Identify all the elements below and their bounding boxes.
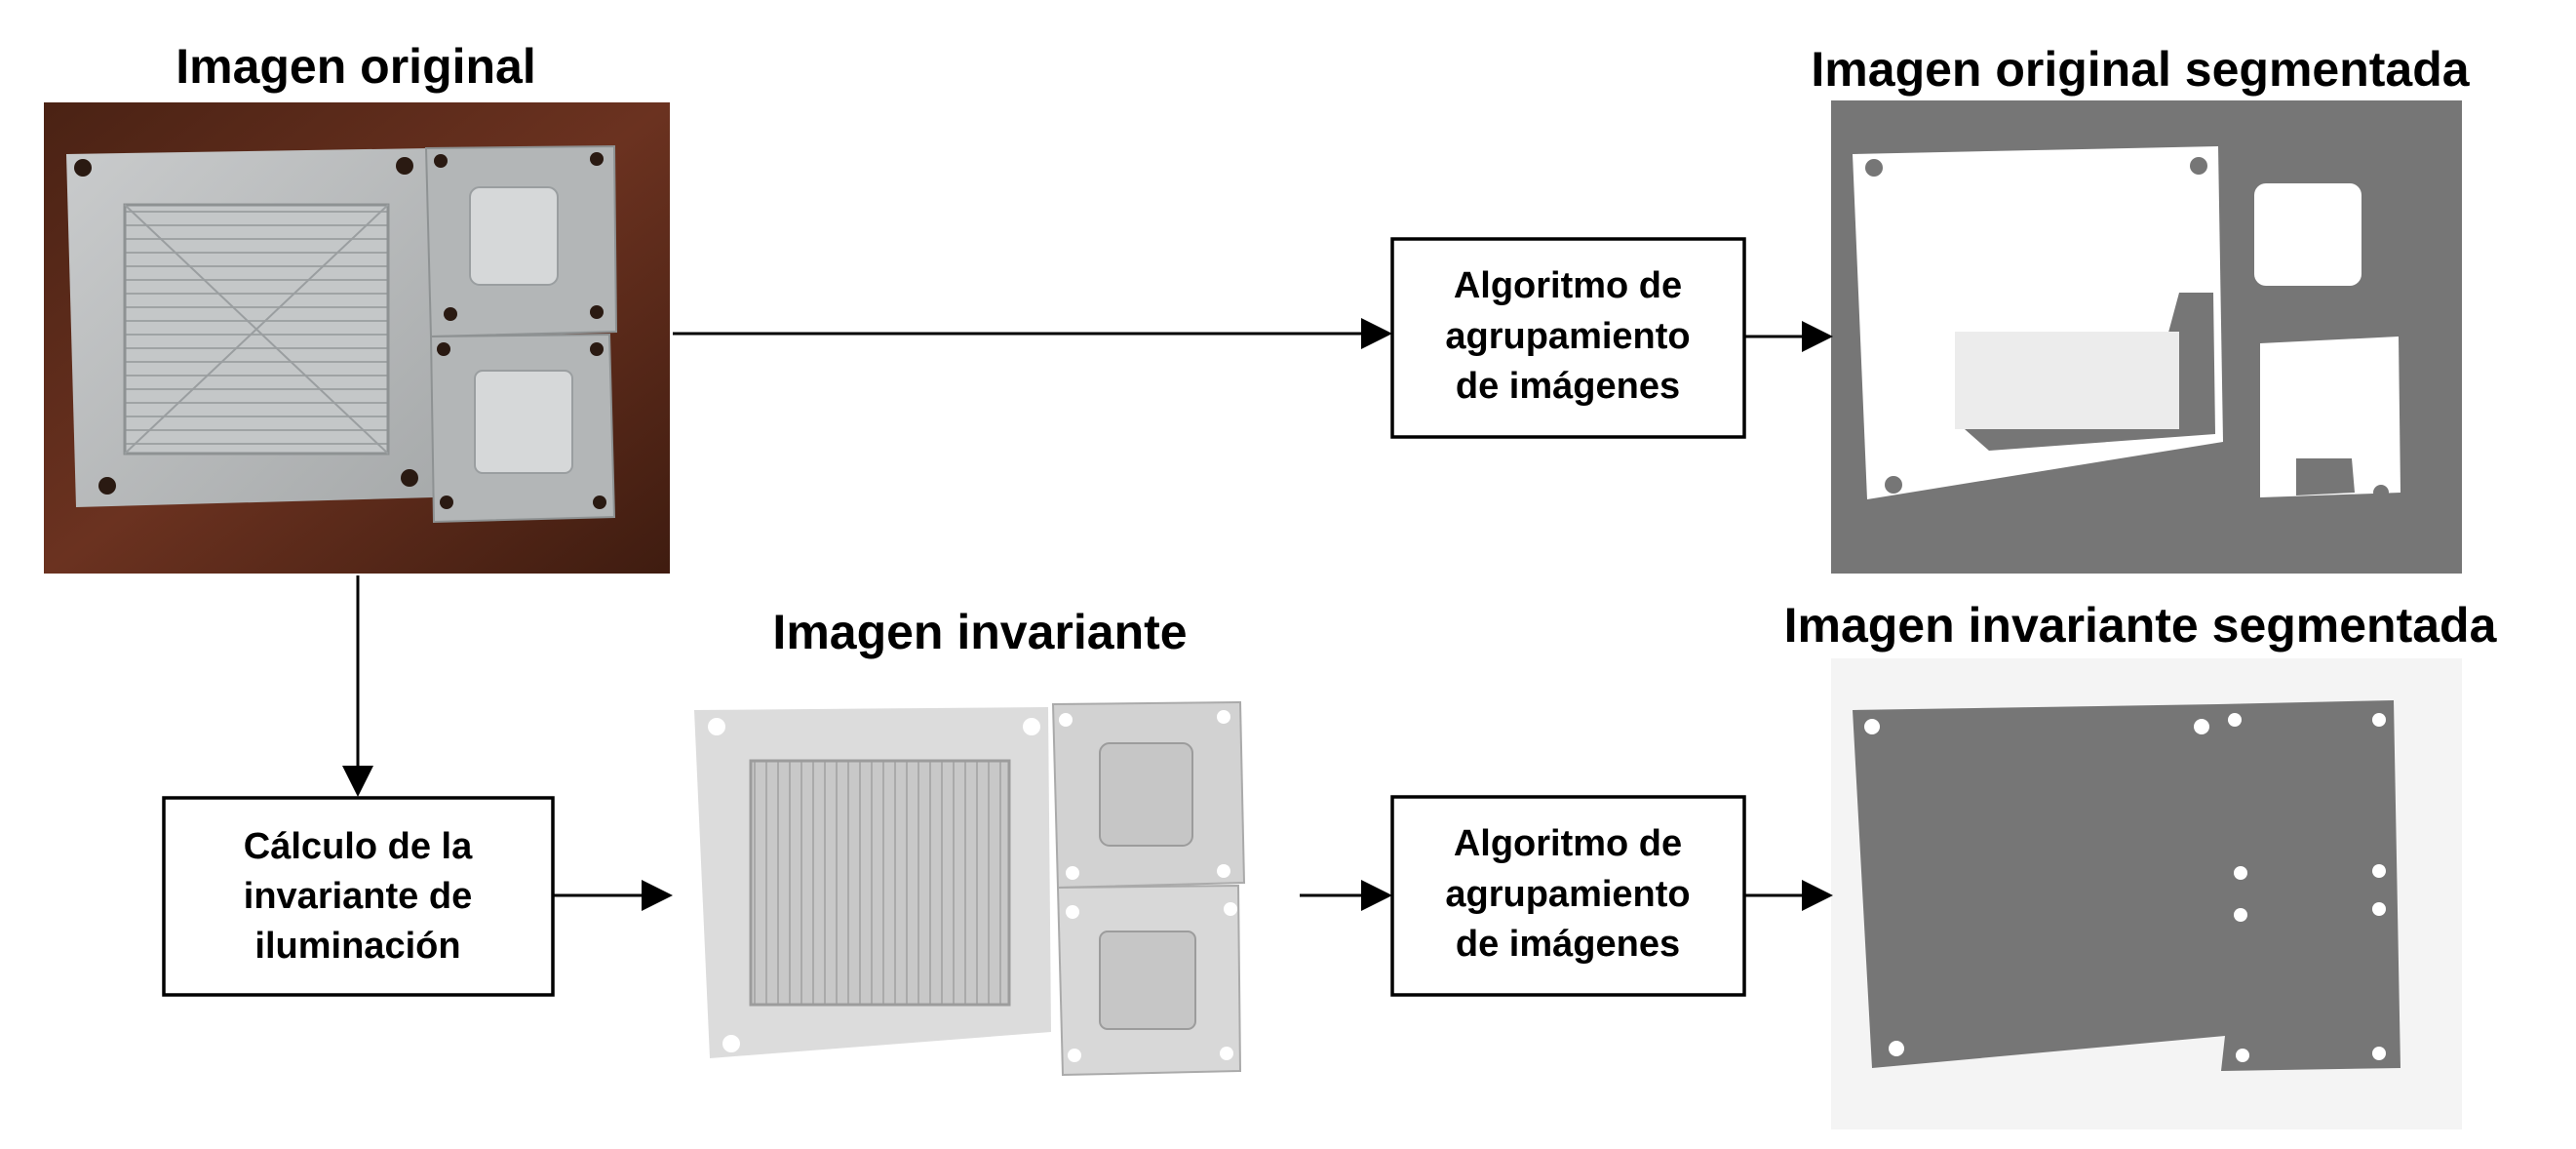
original-photo xyxy=(44,102,670,574)
title-invariant: Imagen invariante xyxy=(772,605,1187,659)
clustering-bottom-line-1: Algoritmo de xyxy=(1454,823,1682,864)
title-original: Imagen original xyxy=(176,39,536,94)
invariant-image xyxy=(694,700,1246,1077)
clustering-box-top: Algoritmo de agrupamiento de imágenes xyxy=(1390,237,1746,439)
clustering-top-line-3: de imágenes xyxy=(1456,366,1680,407)
arrow-clustering-to-segmented-bottom xyxy=(1745,880,1833,911)
clustering-box-bottom: Algoritmo de agrupamiento de imágenes xyxy=(1390,795,1746,997)
arrow-invariant-to-clustering xyxy=(1300,880,1392,911)
invariant-calc-line-2: invariante de xyxy=(244,876,472,917)
title-original-segmented: Imagen original segmentada xyxy=(1811,42,2470,97)
invariant-calc-box: Cálculo de la invariante de iluminación xyxy=(162,796,555,997)
invariant-segmented-image xyxy=(1831,658,2462,1129)
invariant-calc-line-3: iluminación xyxy=(254,926,460,967)
arrow-original-to-invariant-calc xyxy=(342,575,373,797)
title-invariant-segmented: Imagen invariante segmentada xyxy=(1784,598,2498,653)
arrow-invariant-calc-to-invariant xyxy=(554,880,673,911)
clustering-bottom-line-3: de imágenes xyxy=(1456,924,1680,965)
arrow-original-to-clustering xyxy=(673,318,1392,349)
original-segmented-image xyxy=(1831,100,2462,574)
clustering-top-line-2: agrupamiento xyxy=(1445,316,1690,357)
clustering-bottom-line-2: agrupamiento xyxy=(1445,874,1690,915)
invariant-calc-line-1: Cálculo de la xyxy=(244,826,473,867)
clustering-top-line-1: Algoritmo de xyxy=(1454,265,1682,306)
arrow-clustering-to-segmented-top xyxy=(1745,321,1833,352)
